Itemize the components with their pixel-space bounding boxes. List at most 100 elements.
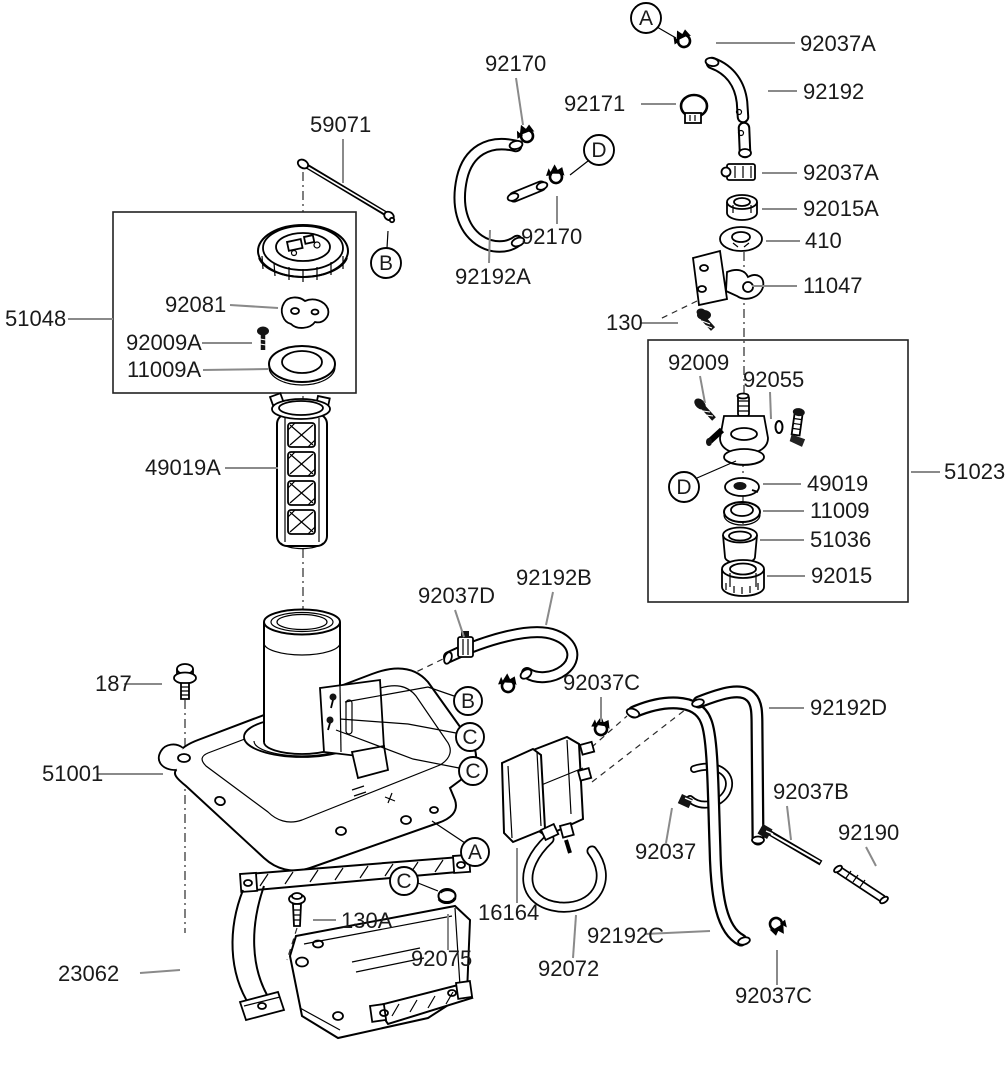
callout-d-box: D [668, 471, 700, 503]
label-59071: 59071 [310, 112, 371, 137]
svg-text:C: C [396, 870, 411, 893]
label-92075: 92075 [411, 946, 472, 971]
clamp-92037d-icon [457, 631, 474, 658]
label-92192d: 92192D [810, 695, 887, 720]
clamp-92171-icon [679, 93, 709, 125]
callout-b-mid: B [453, 686, 483, 716]
fuel-cap-icon [257, 224, 349, 282]
clamp-92037c-2-icon [765, 913, 791, 940]
hose-92192d-icon [691, 685, 765, 846]
callout-b-top: B [370, 247, 402, 279]
middle-hose-assembly [443, 626, 614, 739]
callout-leaders [335, 26, 737, 892]
callouts: A B D D B C C A [370, 2, 700, 896]
label-92192a: 92192A [455, 264, 531, 289]
plug-92075-icon [437, 888, 457, 905]
valve-16164-assembly [500, 735, 596, 854]
bolt-130a-icon [288, 892, 306, 927]
screw-92009a-icon [257, 326, 269, 350]
label-92192b: 92192B [516, 565, 592, 590]
cup-51036-icon [722, 526, 758, 565]
fuel-strainer-49019a-icon [268, 392, 331, 550]
callout-c-mid-2: C [458, 756, 488, 786]
bolt-187-icon [173, 663, 197, 700]
label-49019a: 49019A [145, 455, 221, 480]
callout-d-top: D [583, 134, 615, 166]
label-92170-upper: 92170 [485, 51, 546, 76]
label-130: 130 [606, 310, 643, 335]
callout-c-bottom: C [389, 866, 419, 896]
gasket-92081-icon [280, 296, 330, 329]
label-92190: 92190 [838, 820, 899, 845]
clip-92037-icon [677, 762, 733, 809]
washer-410-icon [719, 226, 763, 252]
label-92037c-upper: 92037C [563, 670, 640, 695]
o-ring-icon [774, 420, 784, 434]
fuel-tank-51001 [157, 608, 477, 872]
svg-text:C: C [462, 726, 477, 749]
label-92072: 92072 [538, 956, 599, 981]
guard-23062 [231, 853, 474, 1040]
clamp-92037a-1-icon [669, 26, 695, 51]
bracket-11047-icon [692, 249, 765, 307]
label-51036: 51036 [810, 527, 871, 552]
label-92015: 92015 [811, 563, 872, 588]
callout-c-mid-1: C [455, 722, 485, 752]
callout-a-top: A [630, 2, 662, 34]
label-49019: 49019 [807, 471, 868, 496]
clamp-92170-2-icon [543, 161, 568, 186]
tube-92190-icon [833, 864, 889, 905]
clamp-92037a-2-icon [720, 163, 756, 181]
callout-a-bottom: A [460, 837, 490, 867]
svg-text:B: B [461, 690, 475, 713]
svg-text:A: A [639, 7, 653, 30]
label-11047: 11047 [803, 273, 863, 298]
label-92037a-mid: 92037A [803, 160, 879, 185]
lever-92055-icon [789, 408, 806, 447]
screw-130-icon [696, 308, 716, 331]
band-92072-icon [522, 822, 607, 913]
label-92037c-lower: 92037C [735, 983, 812, 1008]
fuel-hose-92192a-assembly [453, 121, 568, 253]
svg-text:C: C [465, 760, 480, 783]
nut-92015a-icon [726, 194, 758, 221]
label-51048: 51048 [5, 306, 66, 331]
label-92055: 92055 [743, 367, 804, 392]
label-92037a-top: 92037A [800, 31, 876, 56]
label-92192c: 92192C [587, 923, 664, 948]
label-187: 187 [95, 671, 132, 696]
vent-hose-assembly [669, 26, 765, 331]
label-92009: 92009 [668, 350, 729, 375]
gasket-11009-icon [723, 501, 761, 526]
label-92192: 92192 [803, 79, 864, 104]
label-92015a: 92015A [803, 196, 879, 221]
fuel-tap-body-icon [706, 392, 769, 466]
tie-92037b-icon [757, 823, 823, 866]
fuel-cap-assembly-box-51048 [112, 211, 357, 394]
label-92037: 92037 [635, 839, 696, 864]
label-92081: 92081 [165, 292, 226, 317]
label-92171: 92171 [564, 91, 625, 116]
label-92037d: 92037D [418, 583, 495, 608]
label-16164: 16164 [478, 900, 539, 925]
label-11009: 11009 [810, 498, 870, 523]
svg-text:D: D [676, 476, 691, 499]
label-92037b: 92037B [773, 779, 849, 804]
svg-text:B: B [379, 252, 393, 275]
svg-text:A: A [468, 841, 482, 864]
clamp-hose-end-icon [495, 670, 521, 696]
label-23062: 23062 [58, 961, 119, 986]
screw-92009-icon [694, 398, 716, 421]
label-51023: 51023 [944, 459, 1005, 484]
label-130a: 130A [341, 908, 393, 933]
label-51001: 51001 [42, 761, 103, 786]
fuel-tap-assembly-box-51023 [647, 339, 909, 603]
nut-92015-icon [721, 559, 765, 597]
gasket-11009a-icon [268, 345, 336, 386]
washer-49019-icon [724, 477, 760, 497]
rod-59071 [296, 158, 396, 224]
label-11009a: 11009A [127, 357, 202, 382]
svg-text:D: D [591, 139, 606, 162]
label-92009a: 92009A [126, 330, 202, 355]
